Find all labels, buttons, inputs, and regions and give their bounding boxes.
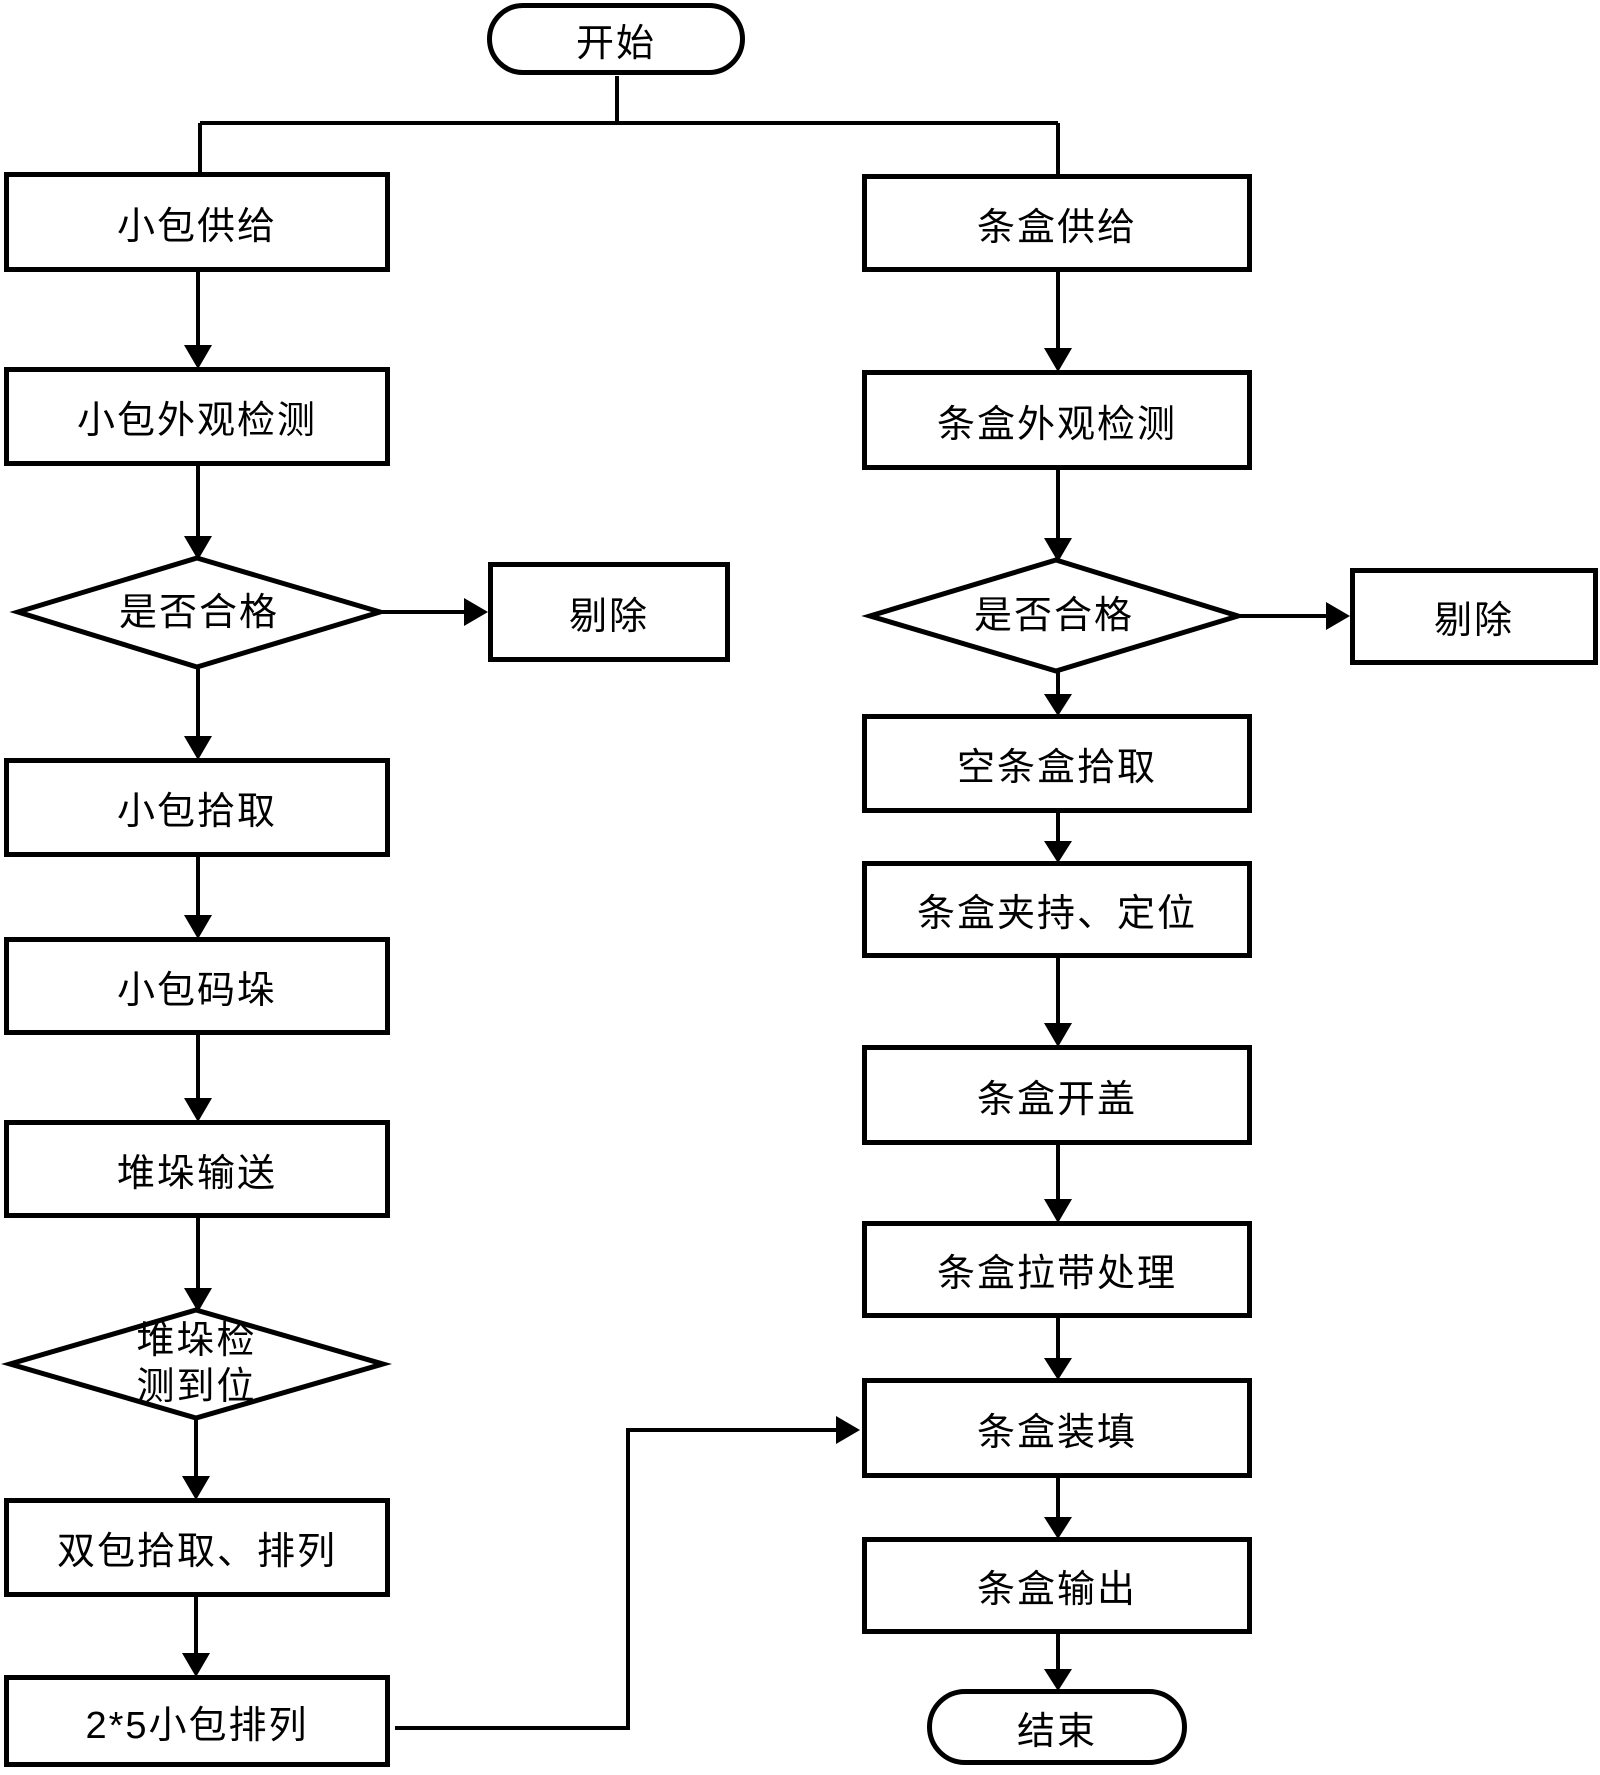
node-label: 剔除	[568, 595, 649, 638]
node-label: 小包供给	[116, 205, 277, 248]
arrowhead-r2	[1044, 538, 1072, 562]
label-stack-check: 堆垛检 测到位	[10, 1310, 383, 1418]
node-stack-convey: 堆垛输送	[4, 1120, 390, 1218]
node-end: 结束	[927, 1689, 1187, 1765]
label-right-check: 是否合格	[870, 560, 1238, 671]
arrowhead-r6	[1044, 1199, 1072, 1223]
arrowhead-l5	[184, 1098, 212, 1122]
node-label: 2*5小包排列	[85, 1704, 309, 1747]
arrowhead-r-reject	[1326, 602, 1350, 630]
node-carton-supply: 条盒供给	[862, 174, 1252, 272]
node-label: 空条盒拾取	[956, 747, 1157, 789]
node-label: 剔除	[1433, 600, 1514, 642]
node-label: 双包拾取、排列	[56, 1531, 337, 1573]
arrowhead-l1	[184, 345, 212, 369]
node-carton-output: 条盒输出	[862, 1537, 1252, 1634]
node-small-pack-supply: 小包供给	[4, 172, 390, 272]
node-right-reject: 剔除	[1350, 568, 1598, 665]
arrowhead-l6	[184, 1288, 212, 1312]
node-start-label: 开始	[575, 22, 656, 65]
line-elbow-arrange-to-fill	[395, 1428, 836, 1730]
node-label: 小包拾取	[116, 791, 277, 833]
label-left-check: 是否合格	[18, 558, 380, 667]
node-label: 条盒装填	[976, 1411, 1137, 1454]
node-small-pack-inspect: 小包外观检测	[4, 367, 390, 466]
arrowhead-r5	[1044, 1023, 1072, 1047]
node-carton-tape-handle: 条盒拉带处理	[862, 1221, 1252, 1318]
node-carton-fill: 条盒装填	[862, 1378, 1252, 1478]
node-label-line1: 堆垛检	[136, 1320, 257, 1362]
node-double-pack-pick-arrange: 双包拾取、排列	[4, 1498, 390, 1597]
arrowhead-r7	[1044, 1358, 1072, 1380]
node-label: 小包外观检测	[76, 400, 317, 442]
node-label: 条盒供给	[976, 206, 1137, 249]
node-empty-carton-pick: 空条盒拾取	[862, 714, 1252, 813]
node-end-label: 结束	[1016, 1710, 1097, 1753]
arrowhead-l8	[182, 1653, 210, 1677]
arrowhead-r9	[1044, 1669, 1072, 1691]
node-label: 小包码垛	[116, 969, 277, 1012]
arrowhead-l2	[184, 536, 212, 560]
node-label: 是否合格	[118, 591, 279, 634]
node-label: 条盒输出	[976, 1569, 1137, 1611]
node-label: 条盒拉带处理	[936, 1253, 1177, 1295]
node-left-reject: 剔除	[488, 562, 730, 662]
arrowhead-elbow	[836, 1416, 860, 1444]
arrowhead-r1	[1044, 348, 1072, 372]
node-label-line2: 测到位	[136, 1366, 257, 1408]
node-label: 条盒夹持、定位	[916, 893, 1197, 935]
node-label: 条盒开盖	[976, 1078, 1137, 1121]
arrowhead-l7	[182, 1476, 210, 1500]
node-carton-inspect: 条盒外观检测	[862, 370, 1252, 470]
arrowhead-r3	[1044, 694, 1072, 716]
node-small-pack-palletize: 小包码垛	[4, 937, 390, 1035]
diamond-left-check	[9, 555, 389, 670]
arrowhead-l-reject	[464, 598, 488, 626]
node-small-pack-pick: 小包拾取	[4, 758, 390, 857]
node-carton-clamp-position: 条盒夹持、定位	[862, 861, 1252, 958]
diamond-right-check	[861, 557, 1247, 674]
node-start: 开始	[487, 3, 745, 75]
node-label: 条盒外观检测	[936, 403, 1177, 446]
arrowhead-r4	[1044, 841, 1072, 863]
node-carton-open-lid: 条盒开盖	[862, 1045, 1252, 1145]
node-label: 是否合格	[973, 594, 1134, 637]
arrowhead-l4	[184, 915, 212, 939]
arrowhead-r8	[1044, 1517, 1072, 1539]
diamond-stack-check	[1, 1307, 393, 1421]
node-2x5-arrange: 2*5小包排列	[4, 1675, 390, 1767]
arrowhead-l3	[184, 736, 212, 760]
node-label: 堆垛输送	[116, 1152, 277, 1195]
